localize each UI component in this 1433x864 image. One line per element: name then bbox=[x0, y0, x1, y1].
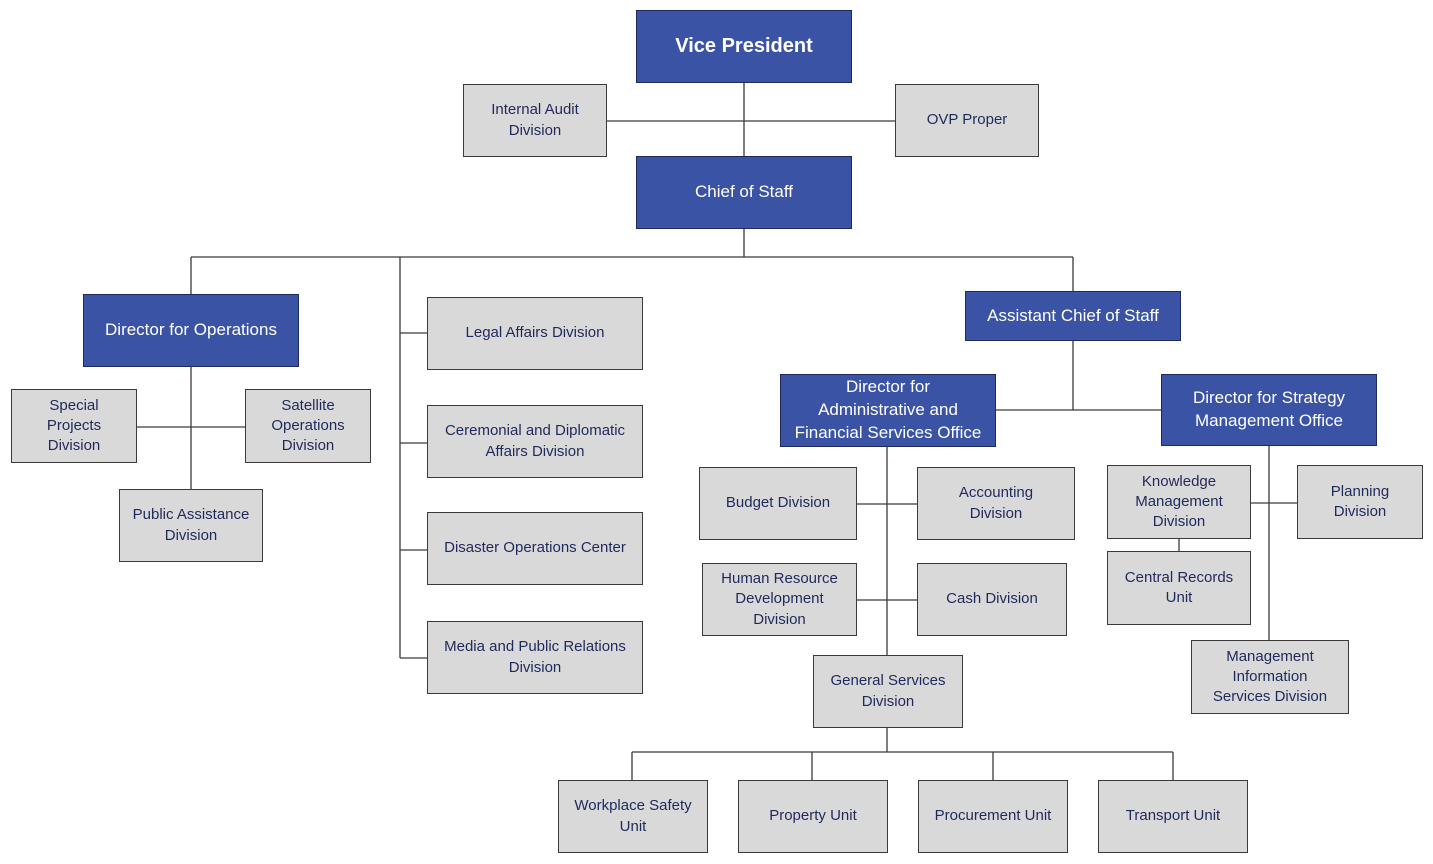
director-strategy-label: Director for Strategy Management Office bbox=[1192, 388, 1346, 430]
ovp-proper-label: OVP Proper bbox=[926, 111, 1008, 129]
ceremonial-diplomatic-box: Ceremonial and Diplomatic Affairs Divisi… bbox=[427, 405, 643, 478]
ceremonial-diplomatic-label: Ceremonial and Diplomatic Affairs Divisi… bbox=[444, 422, 626, 460]
vice-president-label: Vice President bbox=[675, 35, 813, 57]
director-operations-label: Director for Operations bbox=[105, 320, 277, 340]
internal-audit-label: Internal Audit Division bbox=[491, 101, 579, 139]
workplace-safety-label: Workplace Safety Unit bbox=[574, 797, 692, 835]
budget-division-box: Budget Division bbox=[699, 467, 857, 540]
disaster-operations-box: Disaster Operations Center bbox=[427, 512, 643, 585]
legal-affairs-box: Legal Affairs Division bbox=[427, 297, 643, 370]
public-assistance-box: Public Assistance Division bbox=[119, 489, 263, 562]
transport-unit-box: Transport Unit bbox=[1098, 780, 1248, 853]
mis-division-label: Management Information Services Division bbox=[1212, 647, 1328, 706]
director-admin-financial-label: Director for Administrative and Financia… bbox=[794, 377, 982, 442]
accounting-division-label: Accounting Division bbox=[958, 484, 1034, 522]
general-services-box: General Services Division bbox=[813, 655, 963, 728]
disaster-operations-label: Disaster Operations Center bbox=[444, 539, 626, 557]
media-public-relations-label: Media and Public Relations Division bbox=[444, 638, 626, 676]
ovp-proper-box: OVP Proper bbox=[895, 84, 1039, 157]
cash-division-box: Cash Division bbox=[917, 563, 1067, 636]
procurement-unit-box: Procurement Unit bbox=[918, 780, 1068, 853]
workplace-safety-box: Workplace Safety Unit bbox=[558, 780, 708, 853]
cash-division-label: Cash Division bbox=[946, 590, 1038, 608]
hr-development-box: Human Resource Development Division bbox=[702, 563, 857, 636]
director-admin-financial-box: Director for Administrative and Financia… bbox=[780, 374, 996, 447]
hr-development-label: Human Resource Development Division bbox=[721, 570, 838, 628]
chief-of-staff-label: Chief of Staff bbox=[695, 182, 793, 202]
procurement-unit-label: Procurement Unit bbox=[934, 807, 1052, 825]
special-projects-box: Special Projects Division bbox=[11, 389, 137, 463]
vice-president-box: Vice President bbox=[636, 10, 852, 83]
planning-division-box: Planning Division bbox=[1297, 465, 1423, 539]
chief-of-staff-box: Chief of Staff bbox=[636, 156, 852, 229]
legal-affairs-label: Legal Affairs Division bbox=[465, 324, 605, 342]
budget-division-label: Budget Division bbox=[725, 494, 831, 512]
property-unit-box: Property Unit bbox=[738, 780, 888, 853]
property-unit-label: Property Unit bbox=[769, 807, 857, 825]
director-operations-box: Director for Operations bbox=[83, 294, 299, 367]
assistant-chief-of-staff-box: Assistant Chief of Staff bbox=[965, 291, 1181, 341]
knowledge-management-box: Knowledge Management Division bbox=[1107, 465, 1251, 539]
satellite-operations-label: Satellite Operations Division bbox=[271, 396, 345, 455]
director-strategy-box: Director for Strategy Management Office bbox=[1161, 374, 1377, 446]
knowledge-management-label: Knowledge Management Division bbox=[1135, 472, 1223, 531]
internal-audit-box: Internal Audit Division bbox=[463, 84, 607, 157]
general-services-label: General Services Division bbox=[830, 672, 946, 710]
central-records-label: Central Records Unit bbox=[1124, 568, 1234, 606]
public-assistance-label: Public Assistance Division bbox=[132, 506, 250, 544]
assistant-chief-of-staff-label: Assistant Chief of Staff bbox=[987, 305, 1159, 325]
central-records-box: Central Records Unit bbox=[1107, 551, 1251, 625]
planning-division-label: Planning Division bbox=[1330, 482, 1390, 520]
media-public-relations-box: Media and Public Relations Division bbox=[427, 621, 643, 694]
satellite-operations-box: Satellite Operations Division bbox=[245, 389, 371, 463]
accounting-division-box: Accounting Division bbox=[917, 467, 1075, 540]
mis-division-box: Management Information Services Division bbox=[1191, 640, 1349, 714]
special-projects-label: Special Projects Division bbox=[46, 396, 102, 455]
transport-unit-label: Transport Unit bbox=[1125, 807, 1221, 825]
